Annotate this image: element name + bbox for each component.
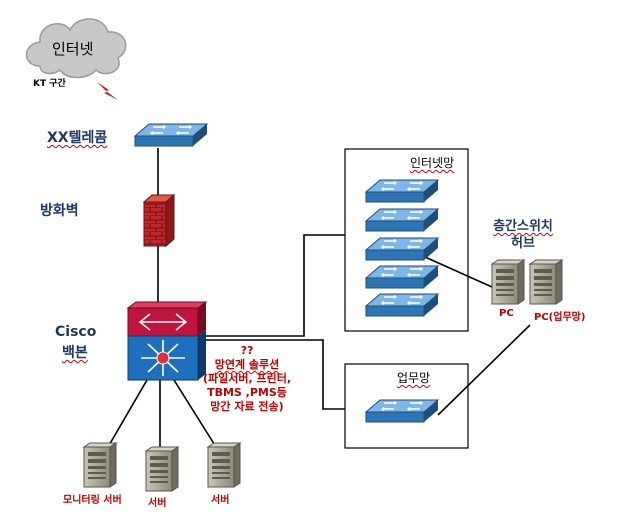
pc-business-label: PC(업무망) bbox=[534, 312, 586, 323]
telecom-switch-icon bbox=[134, 123, 208, 147]
annotation-line-5: 망간 자료 전송) bbox=[210, 400, 284, 413]
annotation-line-1: ?? bbox=[240, 344, 254, 357]
business-network-box bbox=[344, 363, 469, 449]
server-icon bbox=[83, 442, 117, 488]
floor-switch-line-1: 층간스위치 bbox=[493, 219, 553, 234]
server-icon bbox=[145, 446, 179, 492]
monitoring-server-label: 모니터링 서버 bbox=[63, 495, 122, 506]
pc-label: PC bbox=[499, 308, 514, 319]
firewall-icon bbox=[142, 193, 176, 248]
internet-network-label: 인터넷망 bbox=[410, 156, 455, 170]
pc-icon bbox=[529, 259, 563, 305]
server-label-1: 서버 bbox=[148, 498, 167, 509]
network-switch-icon bbox=[365, 208, 439, 232]
annotation-line-3: (파일서버, 프린터, bbox=[202, 372, 292, 385]
backbone-label-line2: 백본 bbox=[62, 345, 88, 361]
server-icon bbox=[207, 442, 241, 488]
firewall-label: 방화벽 bbox=[40, 203, 79, 219]
solution-annotation: ?? 망연계 솔루션 (파일서버, 프린터, TBMS ,PMS등 망간 자료 … bbox=[196, 344, 298, 414]
connection-lines bbox=[107, 148, 531, 448]
backbone-switch-icon bbox=[126, 301, 208, 381]
internet-cloud bbox=[25, 18, 127, 79]
kt-section-label: KT 구간 bbox=[33, 79, 66, 89]
network-switch-icon bbox=[365, 265, 439, 289]
business-switch-icon bbox=[365, 399, 439, 423]
network-switch-icon bbox=[365, 179, 439, 203]
network-switch-icon bbox=[365, 237, 439, 261]
floor-switch-label: 층간스위치 허브 bbox=[478, 218, 568, 252]
pc-icon bbox=[491, 259, 525, 305]
network-switch-icon bbox=[365, 293, 439, 317]
floor-switch-line-2: 허브 bbox=[511, 236, 535, 251]
internet-network-switches bbox=[365, 179, 439, 317]
backbone-label-line1: Cisco bbox=[55, 324, 97, 340]
internet-network-box bbox=[344, 148, 469, 332]
business-network-label: 업무망 bbox=[397, 371, 431, 385]
annotation-line-2: 망연계 솔루션 bbox=[214, 358, 280, 371]
lightning-icon bbox=[97, 82, 118, 100]
internet-label: 인터넷 bbox=[52, 40, 94, 58]
annotation-line-4: TBMS ,PMS등 bbox=[207, 386, 287, 399]
server-label-2: 서버 bbox=[211, 495, 230, 506]
telecom-label: XX텔레콤 bbox=[47, 130, 108, 146]
